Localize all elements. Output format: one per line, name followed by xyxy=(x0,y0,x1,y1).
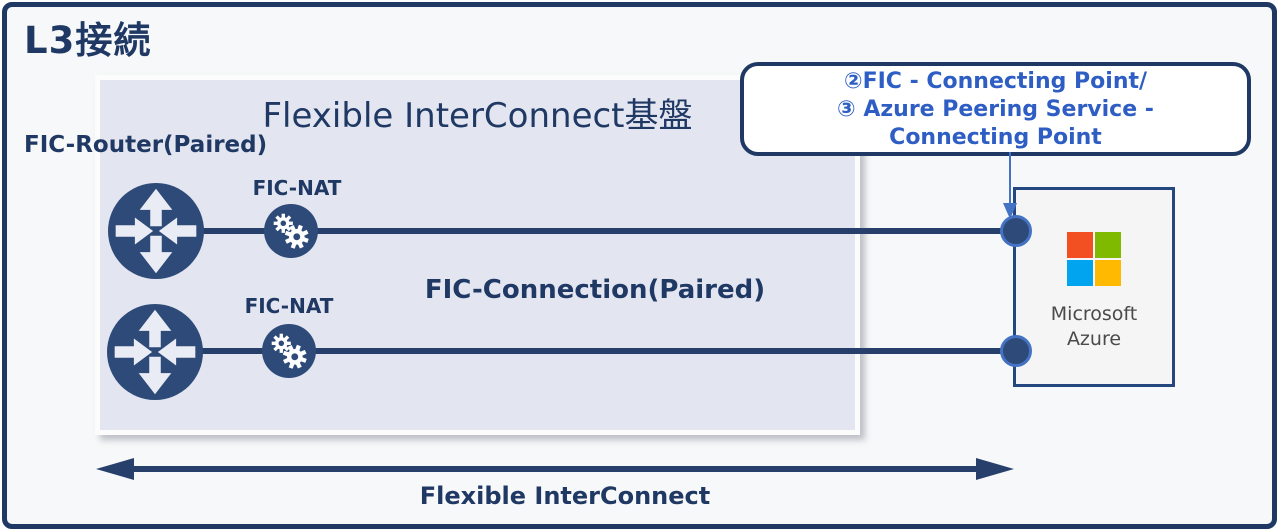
fic-nat-label: FIC-NAT xyxy=(244,294,334,318)
down-arrow-icon xyxy=(1003,152,1017,219)
fic-connection-label: FIC-Connection(Paired) xyxy=(424,275,766,305)
double-gear-icon xyxy=(262,324,316,378)
flexible-interconnect-span-label: Flexible InterConnect xyxy=(419,482,711,510)
connecting-point-callout: ②FIC - Connecting Point/ ③ Azure Peering… xyxy=(740,62,1251,156)
ms-logo-blue-square xyxy=(1067,260,1093,286)
connection-line-2 xyxy=(155,348,1016,354)
azure-box: Microsoft Azure xyxy=(1013,187,1175,387)
connection-point-dot xyxy=(1000,335,1032,367)
router-arrows-icon xyxy=(107,304,203,400)
fic-router-label: FIC-Router(Paired) xyxy=(24,132,268,158)
azure-label: Microsoft Azure xyxy=(1051,302,1137,351)
connection-point-dot xyxy=(1000,215,1032,247)
callout-line2: ③ Azure Peering Service - xyxy=(837,97,1154,122)
fic-platform-box xyxy=(95,75,860,435)
ms-logo-yellow-square xyxy=(1095,260,1121,286)
fic-nat-label: FIC-NAT xyxy=(252,176,342,200)
double-gear-icon xyxy=(264,204,318,258)
connection-line-1 xyxy=(156,228,1016,234)
fic-platform-title: Flexible InterConnect基盤 xyxy=(262,96,693,136)
router-arrows-icon xyxy=(108,183,204,279)
ms-logo-green-square xyxy=(1095,232,1121,258)
double-headed-arrow-icon xyxy=(96,458,1014,480)
ms-logo-red-square xyxy=(1067,232,1093,258)
azure-label-line1: Microsoft xyxy=(1050,303,1138,325)
page-title: L3接続 xyxy=(24,19,152,62)
callout-line1: ②FIC - Connecting Point/ xyxy=(843,69,1148,94)
callout-line3: Connecting Point xyxy=(889,125,1102,150)
microsoft-logo xyxy=(1067,232,1121,286)
azure-label-line2: Azure xyxy=(1066,327,1122,350)
